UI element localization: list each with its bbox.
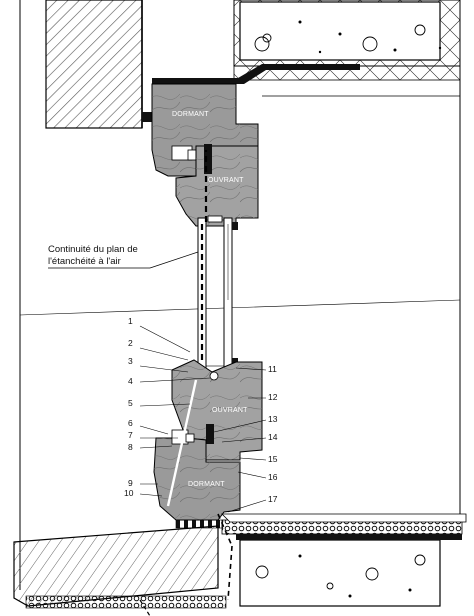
airtightness-annotation: Continuité du plan de l'étanchéité à l'a… <box>48 244 199 269</box>
insulation-top-right <box>152 0 461 84</box>
label-dormant-bottom: DORMANT <box>188 481 225 488</box>
top-seal-block <box>142 112 152 122</box>
masonry-top-left <box>45 0 152 129</box>
label-ouvrant-top: OUVRANT <box>208 177 244 184</box>
sill-masonry <box>13 525 227 616</box>
outline-frame <box>19 0 461 590</box>
callout-numbers-right: 11 12 13 14 15 16 17 <box>268 364 278 504</box>
callout-12: 12 <box>268 392 278 402</box>
annotation-line-2: l'étanchéité à l'air <box>48 256 121 267</box>
callout-13: 13 <box>268 414 278 424</box>
annotation-line-1: Continuité du plan de <box>48 244 138 255</box>
dormant-bottom: DORMANT <box>153 379 241 521</box>
callout-1: 1 <box>128 316 133 326</box>
callout-16: 16 <box>268 472 278 482</box>
callout-4: 4 <box>128 376 133 386</box>
top-membrane <box>152 64 360 84</box>
label-dormant-top: DORMANT <box>172 111 209 118</box>
callout-numbers-left: 1 2 3 4 5 6 7 8 9 10 <box>124 316 134 498</box>
drain-channel <box>166 379 198 507</box>
callout-3: 3 <box>128 356 133 366</box>
dormant-top: DORMANT <box>151 83 259 201</box>
callout-6: 6 <box>128 418 133 428</box>
beam-bottom <box>239 539 441 607</box>
sill-insulation <box>175 513 467 607</box>
callout-5: 5 <box>128 398 133 408</box>
top-gasket <box>204 144 212 174</box>
callout-leaders-right <box>213 367 267 513</box>
callout-7: 7 <box>128 430 133 440</box>
callout-11: 11 <box>268 364 277 374</box>
callout-14: 14 <box>268 432 278 442</box>
callout-10: 10 <box>124 488 134 498</box>
callout-8: 8 <box>128 442 133 452</box>
label-ouvrant-bottom: OUVRANT <box>212 407 248 414</box>
callout-17: 17 <box>268 494 278 504</box>
ouvrant-top: OUVRANT <box>175 144 259 227</box>
callout-15: 15 <box>268 454 278 464</box>
callout-leaders-left <box>139 325 211 497</box>
callout-9: 9 <box>128 478 133 488</box>
callout-2: 2 <box>128 338 133 348</box>
bottom-gasket <box>206 424 214 444</box>
beam-top <box>239 1 441 61</box>
air-seal-bottom-line <box>217 513 233 547</box>
